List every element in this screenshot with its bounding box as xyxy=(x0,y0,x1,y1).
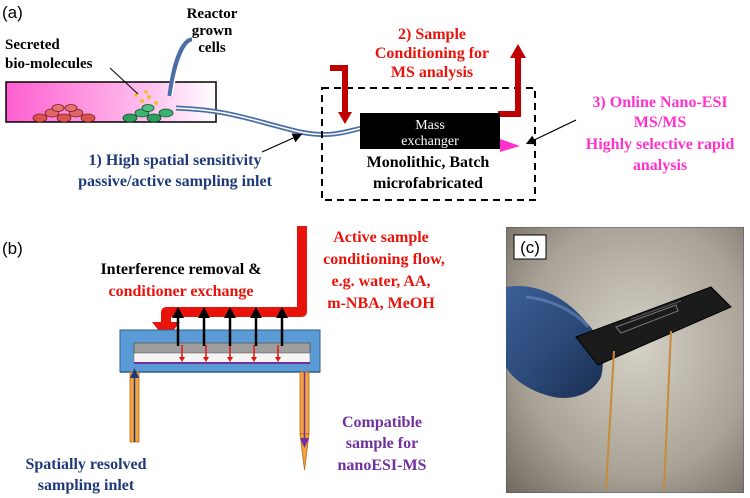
active-flow-label-1: Active sample xyxy=(333,229,429,246)
step2-label-2: Conditioning for xyxy=(375,45,489,62)
monolithic-label-2: microfabricated xyxy=(373,175,483,192)
step3-label-1: 3) Online Nano-ESI xyxy=(592,94,727,111)
chip-device xyxy=(575,286,732,366)
glove-hand xyxy=(506,286,603,398)
green-cells xyxy=(122,104,174,123)
step3-label-2: MS/MS xyxy=(634,114,687,131)
monolithic-label-1: Monolithic, Batch xyxy=(367,154,490,171)
esi-emitter-tip xyxy=(500,139,520,152)
capillary-tube xyxy=(167,37,363,138)
step1-label-1: 1) High spatial sensitivity xyxy=(89,152,262,169)
active-flow-label-3: e.g. water, AA, xyxy=(332,273,431,290)
secreted-molecules xyxy=(134,90,158,105)
mass-exchanger-label-1: Mass xyxy=(415,118,445,133)
reactor-label-1: Reactor xyxy=(187,6,238,22)
mass-exchanger-label-2: exchanger xyxy=(401,134,459,149)
active-flow-label-2: conditioning flow, xyxy=(323,251,445,268)
secreted-label-1: Secreted xyxy=(5,37,60,53)
conditioning-flow-arrow xyxy=(330,44,526,124)
inlet-capillary xyxy=(605,350,615,490)
step1-label-2: passive/active sampling inlet xyxy=(78,173,272,190)
spatial-inlet-label-1: Spatially resolved xyxy=(25,456,146,473)
outlet-capillary xyxy=(663,330,672,490)
interference-label-1: Interference removal & xyxy=(100,261,261,278)
conditioner-red-arrows xyxy=(179,345,281,362)
secreted-pointer xyxy=(109,67,139,95)
step2-label-3: MS analysis xyxy=(391,64,473,81)
step3-label-4: analysis xyxy=(633,157,687,174)
interference-removal-arrows xyxy=(172,307,288,346)
step3-label-3: Highly selective rapid xyxy=(586,136,735,153)
exchanger-chip xyxy=(119,329,321,373)
step2-label-1: 2) Sample xyxy=(398,26,466,43)
compatible-label-3: nanoESI-MS xyxy=(338,457,427,474)
compatible-label-1: Compatible xyxy=(342,414,422,431)
panel-c-label: (c) xyxy=(520,238,540,257)
reactor-label-3: cells xyxy=(198,40,226,56)
spatial-inlet-label-2: sampling inlet xyxy=(38,477,135,494)
device-photo: (c) xyxy=(506,227,744,493)
mass-exchanger-block xyxy=(360,113,500,149)
compatible-label-2: sample for xyxy=(346,435,418,452)
secreted-label-2: bio-molecules xyxy=(5,56,93,72)
red-cells xyxy=(32,104,96,123)
sampling-capillaries xyxy=(129,368,310,471)
active-flow-label-4: m-NBA, MeOH xyxy=(327,295,435,312)
reactor-label-2: grown xyxy=(192,23,233,39)
panel-a-label: (a) xyxy=(2,3,23,22)
step1-pointer-arrow xyxy=(261,133,303,153)
interference-label-2: conditioner exchange xyxy=(108,283,253,300)
step3-pointer-arrow xyxy=(525,119,577,145)
panel-b-label: (b) xyxy=(2,239,23,258)
